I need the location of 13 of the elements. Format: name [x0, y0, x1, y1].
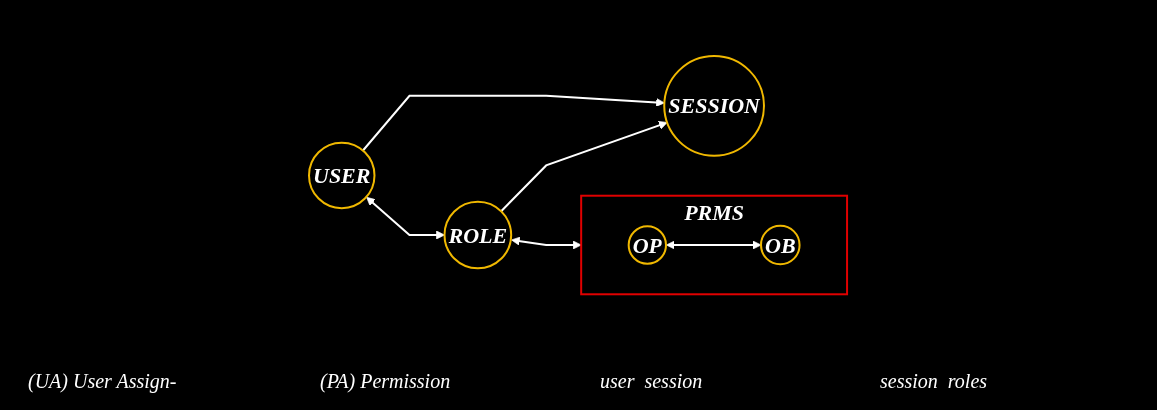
arrow — [362, 94, 666, 152]
node-circle: OP — [628, 225, 668, 265]
node-circle: ROLE — [443, 200, 513, 270]
note-text: (PA) Permission — [320, 370, 451, 393]
arrow — [666, 240, 762, 250]
note-text: user session — [600, 370, 703, 393]
note-text: session roles — [880, 370, 988, 393]
note-text: (UA) User Assign- — [28, 370, 177, 393]
node-circle: USER — [308, 141, 376, 210]
arrow — [500, 120, 668, 213]
arrow — [366, 196, 446, 240]
node-circle: OB — [760, 224, 802, 266]
node-circle: SESSION — [663, 54, 766, 157]
